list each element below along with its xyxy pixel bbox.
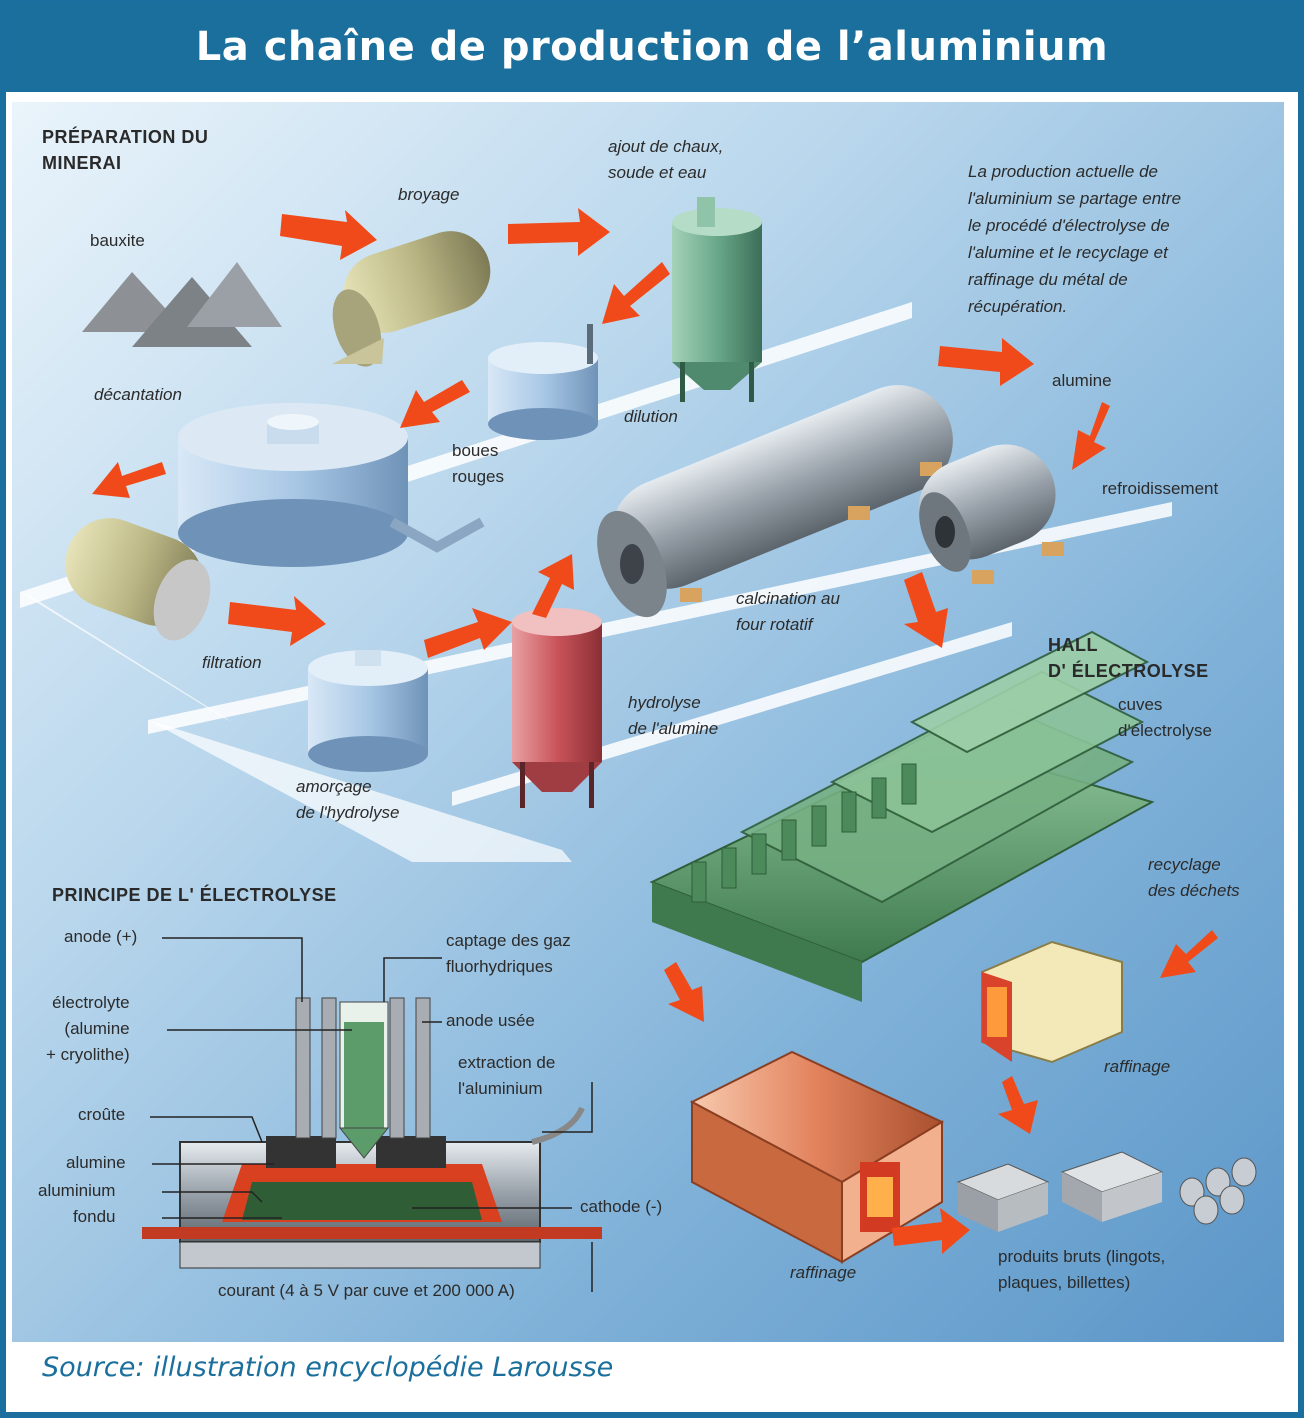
label-electrolyte: électrolyte (alumine + cryolithe)	[46, 993, 130, 1064]
produits-bruts	[956, 1151, 1257, 1232]
dilution-tank	[488, 324, 598, 440]
flow-arrows	[92, 208, 1218, 1254]
raffinage-furnace	[689, 1050, 945, 1264]
production-note: La production actuelle de l'aluminium se…	[968, 162, 1182, 316]
label-alumine: alumine	[1052, 371, 1112, 390]
decantation-tank	[178, 403, 485, 567]
section-principe: PRINCIPE DE L' ÉLECTROLYSE	[52, 885, 337, 905]
label-alumine-cell: alumine	[66, 1153, 126, 1172]
calcination-kiln	[597, 385, 953, 618]
source-credit: Source: illustration encyclopédie Larous…	[42, 1352, 614, 1383]
label-ajout: ajout de chaux, soude et eau	[608, 137, 724, 182]
label-recyclage: recyclage des déchets	[1148, 855, 1240, 900]
label-hydrolyse: hydrolyse de l'alumine	[628, 693, 719, 738]
label-raffinage-upper: raffinage	[1104, 1057, 1171, 1076]
refroidissement-cylinder	[918, 444, 1064, 584]
bauxite-piles	[82, 262, 282, 347]
process-diagram	[20, 197, 1257, 1292]
label-croute: croûte	[78, 1105, 126, 1124]
label-refroidissement: refroidissement	[1102, 479, 1219, 498]
label-filtration: filtration	[202, 653, 262, 672]
electrolysis-cells	[649, 630, 1155, 1002]
label-aluminium-fondu: aluminium fondu	[38, 1181, 116, 1226]
label-extraction: extraction de l'aluminium	[458, 1053, 556, 1098]
label-produits: produits bruts (lingots, plaques, billet…	[998, 1247, 1166, 1292]
label-amorcage: amorçage de l'hydrolyse	[296, 777, 400, 822]
label-cathode: cathode (-)	[580, 1197, 663, 1216]
leader-lines	[150, 937, 593, 1292]
hydrolyse-silo	[512, 608, 602, 808]
label-broyage: broyage	[398, 185, 460, 204]
page-title: La chaîne de production de l’aluminium	[4, 4, 1300, 90]
label-raffinage-lower: raffinage	[790, 1263, 857, 1282]
raffinage-box-upper	[981, 940, 1123, 1064]
label-anode: anode (+)	[64, 927, 138, 946]
broyage-crusher	[332, 231, 491, 367]
section-hall: HALL D' ÉLECTROLYSE	[1048, 635, 1209, 681]
ajout-silo	[672, 197, 762, 402]
label-calcination: calcination au four rotatif	[736, 589, 840, 634]
label-captage: captage des gaz fluorhydriques	[446, 931, 571, 976]
illustration: PRÉPARATION DU MINERAI HALL D' ÉLECTROLY…	[12, 102, 1284, 1342]
label-bauxite: bauxite	[90, 231, 145, 250]
amorcage-tank	[308, 650, 428, 772]
label-decantation: décantation	[94, 385, 182, 404]
label-cuves: cuves d'électrolyse	[1118, 695, 1212, 740]
section-preparation: PRÉPARATION DU MINERAI	[42, 127, 209, 173]
label-dilution: dilution	[624, 407, 678, 426]
electrolysis-cutaway	[142, 997, 602, 1269]
label-courant: courant (4 à 5 V par cuve et 200 000 A)	[218, 1281, 515, 1300]
filtration-drum	[65, 518, 211, 641]
label-anode-usee: anode usée	[446, 1011, 535, 1030]
label-boues: boues rouges	[452, 441, 504, 486]
